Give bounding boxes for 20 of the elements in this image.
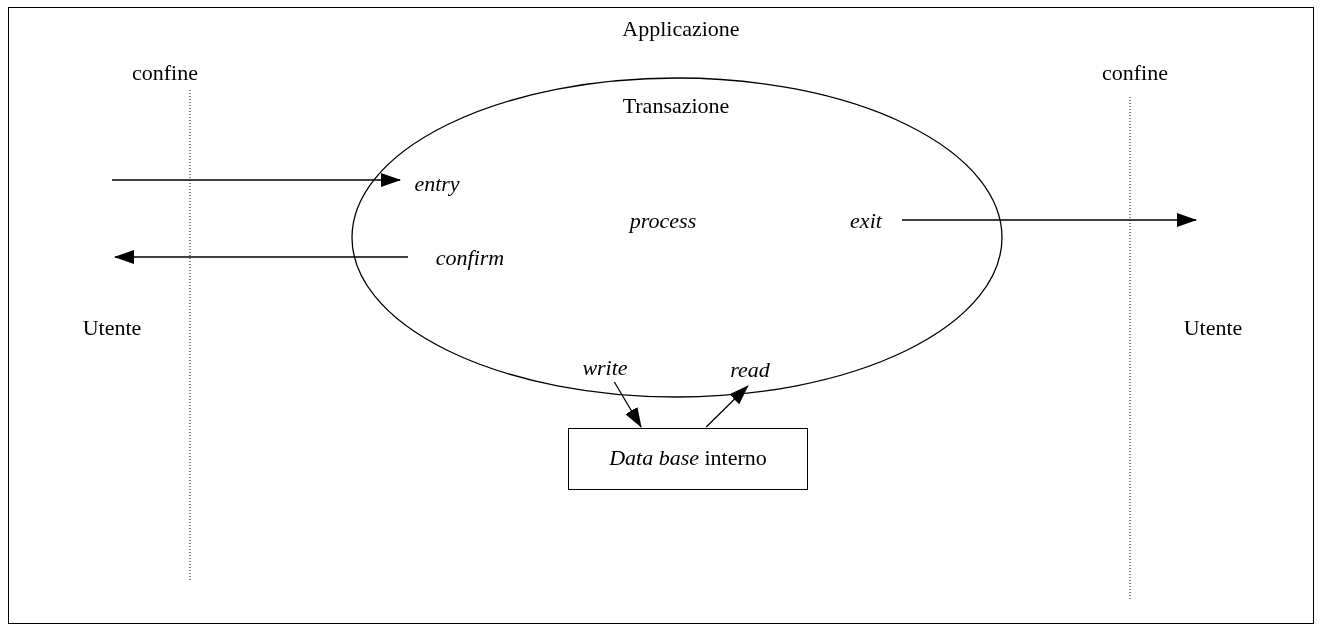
- side-label: confine: [1102, 60, 1168, 86]
- application-frame: [8, 7, 1314, 624]
- flow-label: entry: [401, 169, 473, 199]
- frame-title: Applicazione: [622, 16, 740, 42]
- database-box: Data base interno: [568, 428, 808, 490]
- arrow: [613, 381, 642, 428]
- flow-label: confirm: [409, 243, 531, 273]
- side-label: Utente: [1183, 315, 1243, 341]
- side-label: confine: [132, 60, 198, 86]
- ellipse-title: Transazione: [622, 93, 730, 119]
- arrow: [901, 213, 1197, 227]
- flow-label: write: [571, 353, 639, 383]
- flow-label: exit: [829, 206, 903, 236]
- side-label: Utente: [82, 315, 142, 341]
- arrow: [111, 173, 401, 187]
- transaction-ellipse: [351, 77, 1003, 398]
- flow-label: read: [715, 353, 785, 387]
- process-label: process: [629, 208, 697, 234]
- arrow: [114, 250, 409, 264]
- arrow: [705, 385, 749, 428]
